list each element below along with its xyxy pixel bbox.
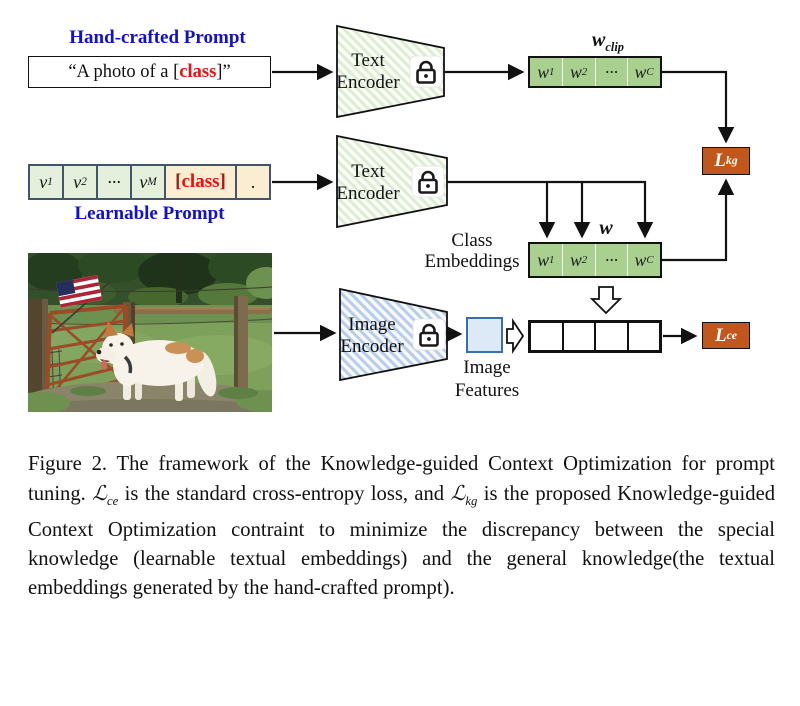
lock-icon xyxy=(409,55,443,88)
image-encoder-shape xyxy=(339,287,448,382)
diagram-connectors xyxy=(272,24,735,382)
image-features-square xyxy=(466,317,503,353)
lock-icon xyxy=(411,165,445,198)
hand-crafted-prompt-label: Hand-crafted Prompt xyxy=(69,27,246,48)
down-hollow-arrow-icon xyxy=(589,286,623,315)
learnable-prompt-label: Learnable Prompt xyxy=(74,203,225,224)
loss-ce-symbol: ℒ xyxy=(92,481,107,505)
context-vector-ellipsis: ··· xyxy=(96,166,131,198)
embedding-ellipsis: ··· xyxy=(594,244,628,276)
connector-arrows xyxy=(272,63,735,345)
class-token-cell: [class] xyxy=(164,166,235,198)
period-token-cell: . xyxy=(234,166,269,198)
right-hollow-arrow-icon xyxy=(506,318,525,354)
prompt-suffix: ]” xyxy=(216,61,231,82)
w-label: w xyxy=(599,217,613,239)
text-encoder-2-shape xyxy=(336,134,448,229)
flag-icon xyxy=(51,275,111,334)
dog-photo xyxy=(28,253,272,412)
hand-crafted-prompt-box: “A photo of a [class]” xyxy=(28,56,271,88)
similarity-cell xyxy=(594,323,627,350)
similarity-cell xyxy=(626,323,660,350)
prompt-prefix: “A photo of a [ xyxy=(68,61,180,82)
dog xyxy=(96,321,217,401)
embedding-ellipsis: ··· xyxy=(594,58,628,86)
similarity-vector xyxy=(528,320,662,353)
loss-kg-symbol: ℒ xyxy=(450,481,466,505)
wclip-label: wclip xyxy=(592,29,624,54)
figure-caption: Figure 2. The framework of the Knowledge… xyxy=(28,453,776,600)
lock-icon xyxy=(412,318,446,351)
prompt-class-token: class xyxy=(179,61,217,82)
similarity-cell xyxy=(531,323,562,350)
text-encoder-1-shape xyxy=(336,24,445,119)
similarity-cell xyxy=(561,323,595,350)
